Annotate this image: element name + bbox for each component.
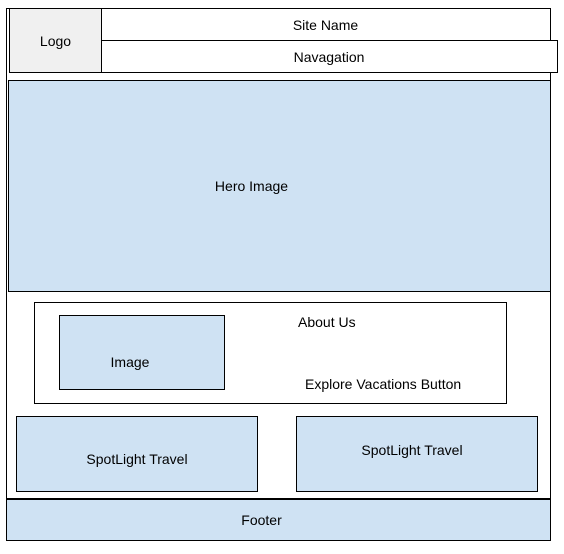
about-image-box: Image	[59, 315, 225, 390]
footer-box: Footer	[6, 499, 551, 541]
about-us-title: About Us	[298, 314, 356, 330]
hero-image-box: Hero Image	[8, 80, 551, 292]
site-name-bar: Site Name	[100, 8, 551, 41]
footer-label: Footer	[241, 512, 282, 528]
navigation-bar: Navagation	[100, 40, 558, 73]
spotlight-travel-label-left: SpotLight Travel	[86, 451, 188, 467]
hero-image-label: Hero Image	[214, 178, 289, 194]
spotlight-travel-box-right: SpotLight Travel	[296, 416, 538, 492]
about-image-label: Image	[110, 354, 150, 370]
explore-vacations-button-label: Explore Vacations Button	[305, 376, 462, 392]
navigation-label: Navagation	[293, 48, 365, 65]
spotlight-travel-label-right: SpotLight Travel	[361, 442, 463, 458]
logo-box: Logo	[9, 8, 102, 73]
site-name-label: Site Name	[292, 16, 359, 33]
spotlight-travel-box-left: SpotLight Travel	[16, 416, 258, 492]
logo-label: Logo	[39, 32, 72, 49]
